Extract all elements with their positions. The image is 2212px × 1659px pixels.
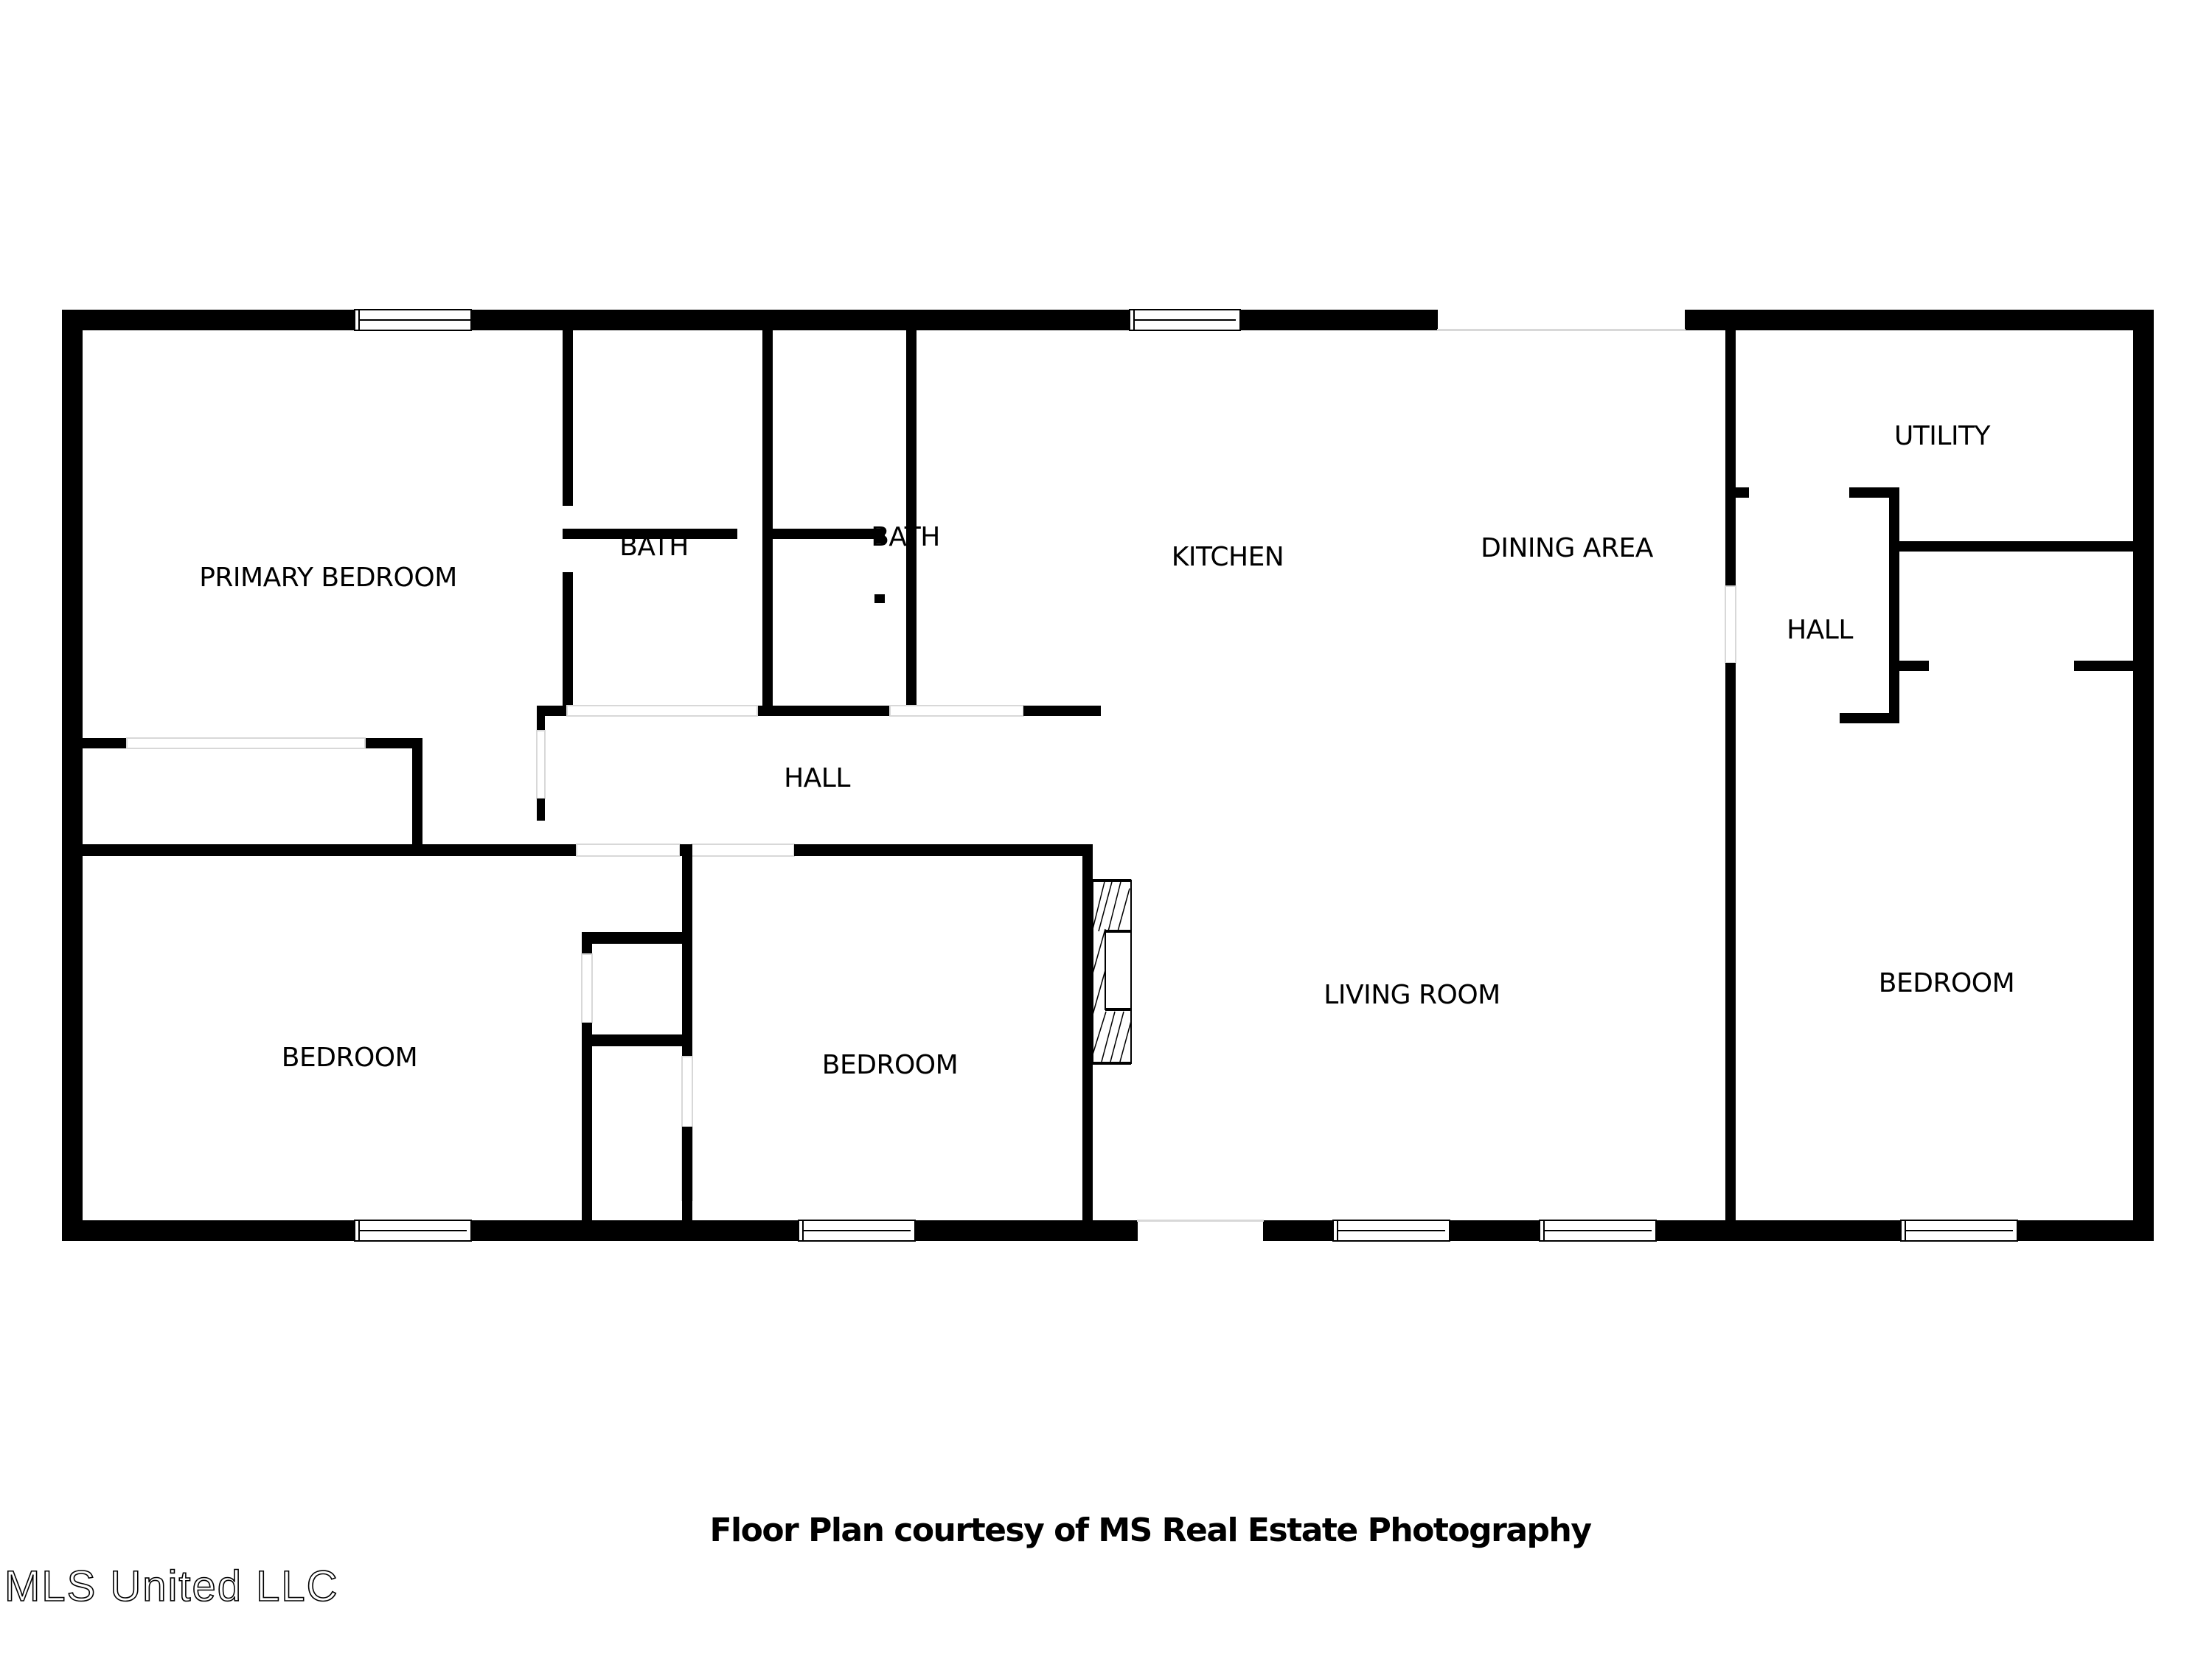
room-label-bedroom: BEDROOM — [282, 1043, 417, 1073]
room-label-utility: UTILITY — [1894, 421, 1992, 451]
room-label-hall: HALL — [1787, 615, 1853, 645]
room-label-bath: BATH — [619, 532, 689, 562]
watermark: MLS United LLC — [4, 1562, 339, 1611]
interior-walls — [83, 330, 2133, 1220]
room-label-primary-bedroom: PRIMARY BEDROOM — [199, 563, 457, 593]
entry-door-opening — [1137, 1220, 1264, 1222]
room-label-kitchen: KITCHEN — [1172, 542, 1284, 572]
room-label-living-room: LIVING ROOM — [1324, 980, 1500, 1010]
window-bedroom-sw — [354, 1220, 472, 1242]
room-label-bedroom: BEDROOM — [822, 1050, 958, 1080]
window-kitchen — [1129, 309, 1241, 331]
room-label-dining-area: DINING AREA — [1481, 533, 1654, 563]
exterior-walls — [62, 310, 2154, 1241]
window-living-2 — [1539, 1220, 1657, 1242]
window-bedroom-east — [1900, 1220, 2018, 1242]
fireplace-icon — [1092, 879, 1132, 1065]
room-label-hall: HALL — [784, 763, 850, 793]
room-labels: PRIMARY BEDROOM BATH BATH KITCHEN DINING… — [199, 421, 2015, 1080]
floor-plan-caption: Floor Plan courtesy of MS Real Estate Ph… — [709, 1512, 1592, 1549]
window-bedroom-s — [798, 1220, 916, 1242]
room-label-bath: BATH — [871, 522, 940, 552]
windows — [354, 309, 2018, 1242]
window-living-1 — [1332, 1220, 1450, 1242]
room-label-bedroom: BEDROOM — [1879, 968, 2014, 998]
window-primary-bedroom — [354, 309, 472, 331]
